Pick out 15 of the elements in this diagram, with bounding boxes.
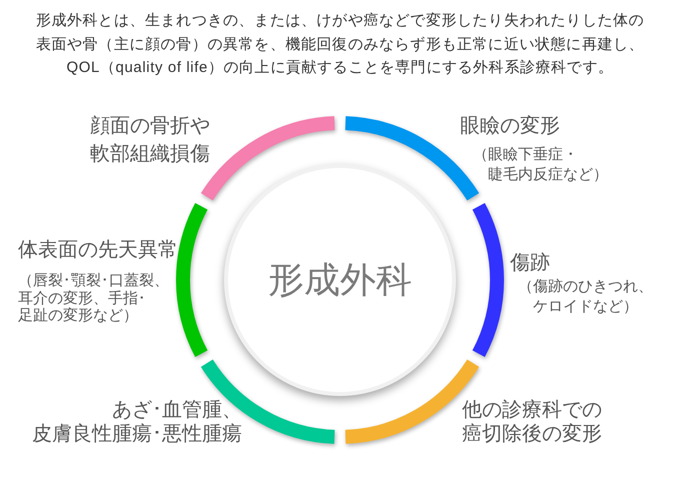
- ring-segment: [472, 203, 504, 357]
- topic-note: （傷跡のひきつれ、ケロイドなど）: [518, 277, 654, 317]
- ring-segment: [344, 116, 479, 201]
- topic-note: （眼瞼下垂症・睫毛内反症など）: [473, 145, 609, 185]
- hub-circle: 形成外科: [224, 164, 456, 396]
- topic-heading: 体表面の先天異常: [18, 238, 179, 263]
- topic-heading: 傷跡: [510, 251, 551, 276]
- intro-paragraph: 形成外科とは、生まれつきの、または、けがや癌などで変形したり失われたりした体の表面や骨（主に顔の骨）の異常を、機能回復のみならず形も正常に近い状態に再建し、QOL（quality of life）の向上に貢献することを専門にする外科系診療科です。: [34, 11, 646, 78]
- topic-heading: 眼瞼の変形: [460, 114, 561, 139]
- topic-heading: あざ･血管腫、皮膚良性腫瘍･悪性腫瘍: [31, 398, 242, 446]
- topic-heading: 他の診療科での癌切除後の変形: [462, 398, 603, 446]
- ring-segment: [176, 203, 208, 357]
- topic-heading: 顔面の骨折や軟部組織損傷: [90, 114, 211, 167]
- ring-segment: [201, 359, 336, 444]
- topic-note: （唇裂･顎裂･口蓋裂、耳介の変形、手指･足趾の変形など）: [18, 272, 170, 324]
